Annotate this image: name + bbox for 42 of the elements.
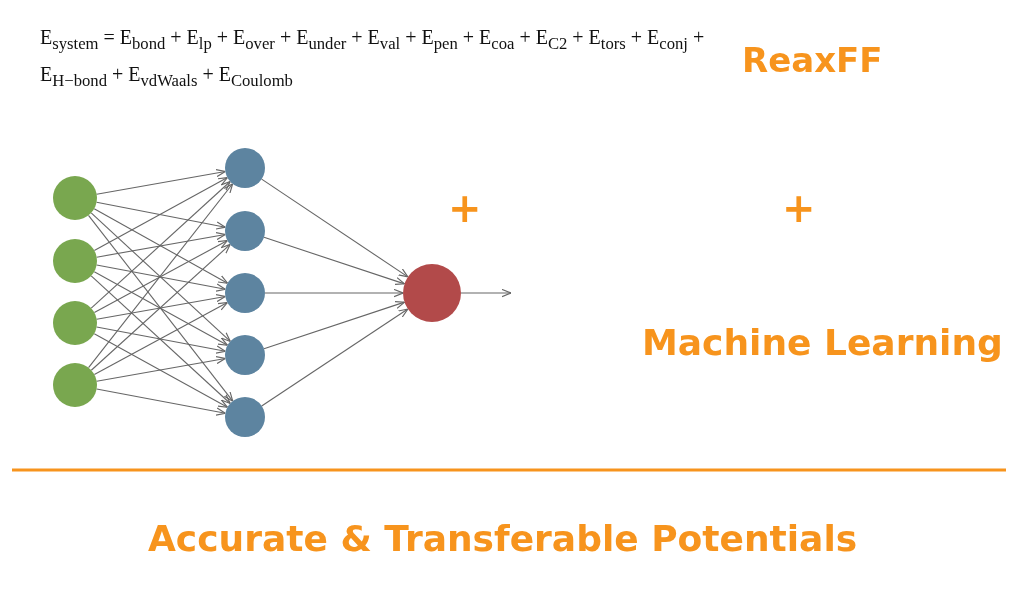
result-title: Accurate & Transferable Potentials: [148, 518, 858, 559]
method-title: ReaxFF: [742, 40, 883, 80]
arrow: [261, 308, 409, 407]
input-neuron: [53, 363, 97, 407]
arrow: [93, 177, 229, 251]
arrow: [90, 275, 231, 405]
arrow: [87, 214, 234, 402]
arrow: [96, 231, 226, 258]
arrow: [460, 288, 512, 298]
arrow: [93, 271, 229, 346]
arrow: [93, 239, 228, 314]
arrow: [96, 168, 226, 195]
arrow: [96, 355, 226, 382]
arrow: [93, 208, 229, 284]
arrow: [264, 288, 404, 298]
hidden-neuron: [225, 211, 265, 251]
arrow: [96, 201, 226, 230]
energy-equation: E$_{system}$ = E$_{bond}$ + E$_{lp}$ + E$_{over}$ + E$_{under}$ + E$_{val}$ + E$_{pen}$ + E$_{coa}$ + E$_{C2}$ + E$_{tors}$ + E$_{conj}$ + E$_{H−bond}$ + E$_{vdWaals}$ + E$_{Coulomb}$: [40, 25, 706, 92]
arrow: [96, 293, 226, 320]
input-neuron: [53, 301, 97, 345]
arrow: [263, 300, 406, 350]
arrow: [90, 212, 231, 342]
hidden-neuron: [225, 397, 265, 437]
arrow: [263, 236, 406, 286]
plus-sign: +: [782, 185, 816, 231]
arrow: [90, 243, 231, 371]
output-neuron: [403, 264, 461, 322]
plus-sign: +: [448, 185, 482, 231]
input-neuron: [53, 176, 97, 220]
input-neuron: [53, 239, 97, 283]
arrow: [96, 388, 226, 416]
arrow: [96, 264, 226, 292]
arrow: [93, 333, 229, 408]
arrow: [96, 326, 226, 354]
method-title: Machine Learning: [642, 322, 1003, 363]
hidden-neuron: [225, 148, 265, 188]
arrow: [93, 301, 228, 376]
hidden-neuron: [225, 273, 265, 313]
arrow: [90, 180, 231, 309]
hidden-neuron: [225, 335, 265, 375]
arrow: [88, 183, 234, 369]
arrow: [261, 178, 409, 278]
